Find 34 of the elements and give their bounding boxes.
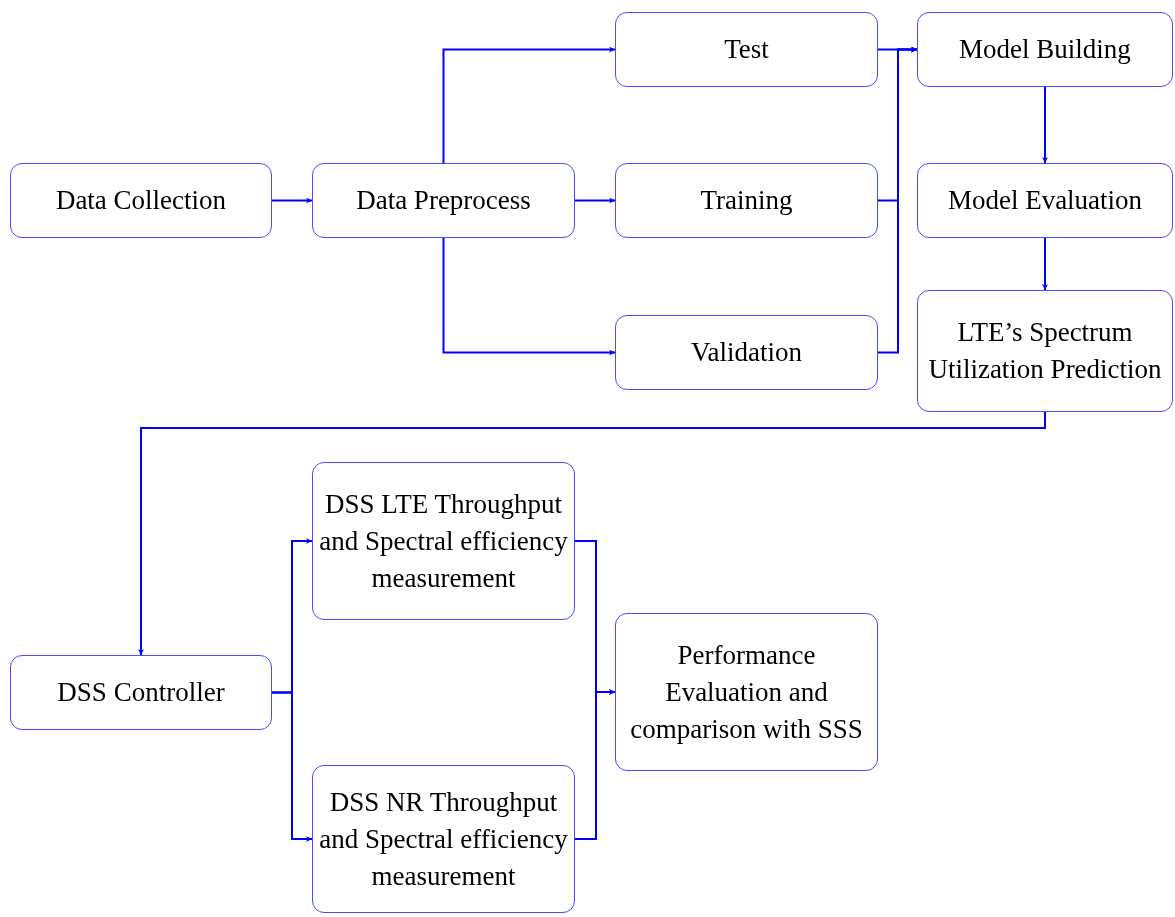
box-label: Test (724, 33, 769, 66)
process-box (615, 315, 878, 390)
arrow (442, 46, 616, 164)
box-label: DSS LTE Throughput and Spectral efficiency measurement (318, 487, 569, 595)
process-box (312, 765, 575, 913)
process-box (312, 462, 575, 620)
box-label: Data Preprocess (356, 184, 531, 217)
arrow (1042, 86, 1048, 164)
arrow (1042, 237, 1048, 291)
box-label: LTE’s Spectrum Utilization Prediction (927, 316, 1163, 386)
arrow (574, 197, 616, 204)
box-label: Model Evaluation (947, 184, 1143, 217)
arrow (442, 237, 616, 356)
process-box (615, 163, 878, 238)
arrow (271, 691, 313, 842)
arrow (877, 46, 918, 354)
box-label: DSS Controller (57, 676, 225, 709)
arrow (271, 197, 313, 204)
process-box (917, 290, 1173, 412)
process-box (312, 163, 575, 238)
process-box (10, 163, 272, 238)
box-label: Model Building (959, 33, 1131, 66)
process-box (615, 613, 878, 771)
box-label: DSS NR Throughput and Spectral efficiency measurement (318, 785, 569, 893)
box-label: Performance Evaluation and comparison with SSS (629, 638, 864, 746)
process-box (10, 655, 272, 730)
process-box (615, 12, 878, 87)
box-label: Training (700, 184, 793, 217)
box-label: Data Collection (55, 184, 227, 217)
box-label: Validation (691, 336, 802, 369)
arrow (138, 411, 1046, 656)
process-box (917, 163, 1173, 238)
process-box (917, 12, 1173, 87)
arrow (574, 689, 616, 840)
